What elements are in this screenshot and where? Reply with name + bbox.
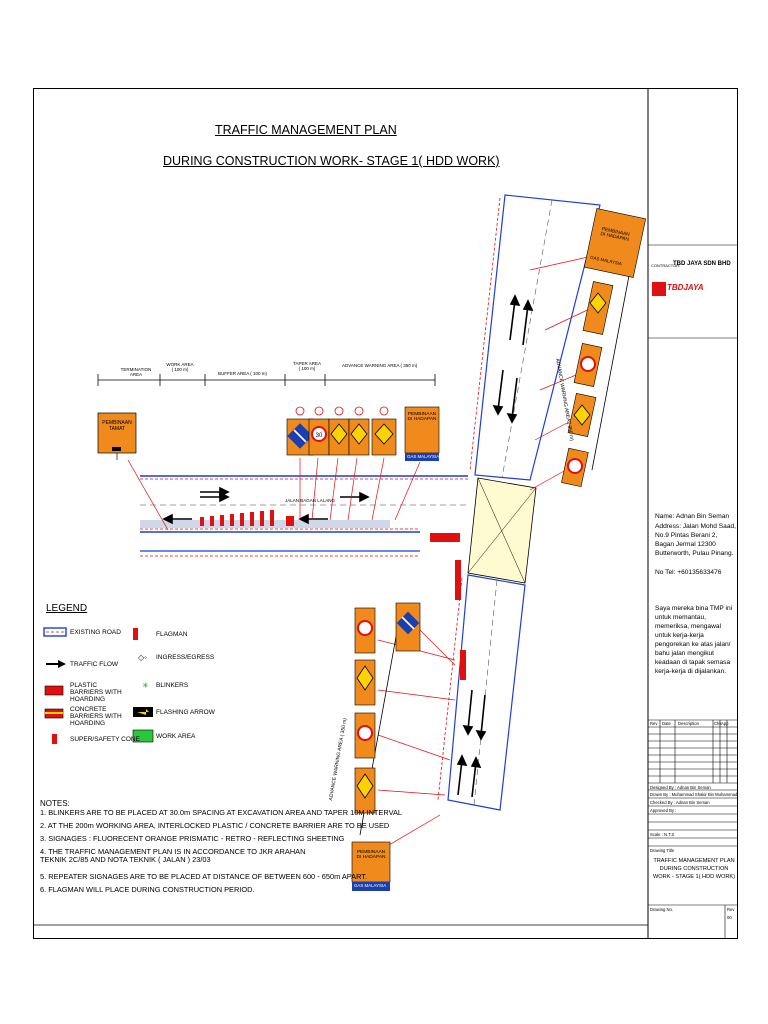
advance-warning-signs-right	[561, 208, 647, 488]
rev-col-rev: Rev	[650, 721, 658, 726]
contractor-logo: TBDJAYA	[667, 283, 704, 292]
contact-tel: No Tel: +60135633476	[655, 569, 722, 576]
drawing-title-label: Drawing Title	[650, 848, 675, 853]
drawing-title: TRAFFIC MANAGEMENT PLAN DURING CONSTRUCT…	[653, 858, 735, 880]
scale: Scale : N.T.S	[650, 832, 675, 837]
zone-dimension-line	[97, 374, 436, 386]
zone-work-label: WORK AREA ( 100 m)	[166, 362, 194, 372]
notes-title: NOTES:	[40, 799, 70, 808]
main-road	[140, 475, 470, 557]
tbd-logo-icon	[652, 282, 666, 296]
pembinaan-dihadapan-top-text: PEMBINAAN DI HADAPAN	[407, 412, 437, 422]
contractor-name: TBD JAYA SDN BHD	[673, 261, 731, 267]
blinker-icon: ✳	[142, 681, 149, 690]
zone-buffer-label: BUFFER AREA ( 100 m)	[218, 371, 268, 376]
declaration-text: Saya mereka bina TMP ini untuk memantau,…	[655, 605, 733, 675]
drawing-no-label: Drawing No.	[650, 907, 674, 912]
rev-number: 00	[727, 915, 732, 920]
rev-col-app: App	[721, 721, 729, 726]
road-name-label: JALAN BAGAN LALANG	[285, 498, 336, 503]
rev-col-chk: Chk	[714, 721, 722, 726]
note-5: 5. REPEATER SIGNAGES ARE TO BE PLACED AT…	[40, 872, 368, 881]
note-3: 3. SIGNAGES : FLUORECENT ORANGE PRISMATI…	[40, 834, 345, 843]
drawing-frame	[33, 88, 738, 939]
zone-taper-label: TAPER AREA ( 100 m)	[293, 361, 321, 371]
pembinaan-tamat-sign	[97, 412, 137, 460]
zone-advance-label: ADVANCE WARNING AREA ( 350 m)	[342, 363, 418, 368]
rev-col-description: Description	[678, 721, 699, 726]
traffic-arrows-main	[162, 486, 370, 525]
legend-blinkers: BLINKERS	[156, 682, 189, 689]
speed-sign-text: 30	[316, 433, 323, 439]
pembinaan-dihadapan-bottom-text: PEMBINAAN DI HADAPAN	[356, 850, 386, 860]
rev-col-date: Date	[662, 721, 671, 726]
note-4: 4. THE TRAFFIC MANAGEMENT PLAN IS IN ACC…	[40, 847, 306, 864]
rev-label: Rev	[727, 907, 735, 912]
legend-traffic-flow: TRAFFIC FLOW	[70, 661, 119, 668]
legend-work-area: WORK AREA	[156, 733, 196, 740]
page-title-line2: DURING CONSTRUCTION WORK- STAGE 1( HDD W…	[163, 154, 500, 168]
legend-concrete-barriers: CONCRETE BARRIERS WITH HOARDING	[70, 706, 122, 727]
legend-existing-road: EXISTING ROAD	[70, 629, 121, 636]
legend-ingress-egress: INGRESS/EGRESS	[156, 654, 215, 661]
zone-termination-label: TERMINATION AREA	[120, 367, 152, 377]
note-1: 1. BLINKERS ARE TO BE PLACED AT 30.0m SP…	[40, 808, 402, 817]
pembinaan-tamat-text: PEMBINAAN TAMAT	[102, 420, 132, 432]
contact-address: Address: Jalan Mohd Saad, No.9 Pintas Be…	[655, 523, 737, 557]
sign-leader-lines	[127, 254, 599, 856]
legend-symbols: ◇◦ ✳	[43, 627, 154, 744]
advance-warning-signs-top: 30	[286, 406, 440, 461]
legend-flagman: FLAGMAN	[156, 631, 188, 638]
cone-taper	[200, 510, 466, 680]
title-block-lines	[648, 244, 738, 939]
legend-plastic-barriers: PLASTIC BARRIERS WITH HOARDING	[70, 682, 122, 703]
gas-malaysia-bottom-text: GAS MALAYSIA	[354, 883, 387, 888]
legend-title: LEGEND	[46, 603, 88, 614]
contractor-label: CONTRACTOR:	[651, 263, 681, 268]
ingress-egress-icon: ◇◦	[138, 653, 147, 662]
advance-warning-signs-bottom	[351, 602, 421, 891]
drawn-by: Drawn By : Muhammad Shakir Bin Muhammad	[650, 792, 738, 797]
legend-safety-cone: SUPER/SAFETY CONE	[70, 736, 140, 743]
designed-by: Designed By : Adnan Bin Seman	[650, 785, 711, 790]
approved-by: Approved By :	[650, 808, 677, 813]
legend-flashing-arrow: FLASHING ARROW	[156, 709, 215, 716]
contact-name: Name: Adnan Bin Seman	[655, 513, 730, 520]
gas-malaysia-top-text: GAS MALAYSIA	[407, 454, 440, 459]
note-2: 2. AT THE 200m WORKING AREA, INTERLOCKED…	[40, 821, 390, 830]
traffic-arrows-diagonal	[456, 294, 534, 798]
diagonal-road	[437, 194, 601, 811]
note-6: 6. FLAGMAN WILL PLACE DURING CONSTRUCTIO…	[40, 885, 255, 894]
page-title-line1: TRAFFIC MANAGEMENT PLAN	[215, 123, 397, 137]
checked-by: Checked By : Adnan Bin Seman	[650, 800, 710, 805]
